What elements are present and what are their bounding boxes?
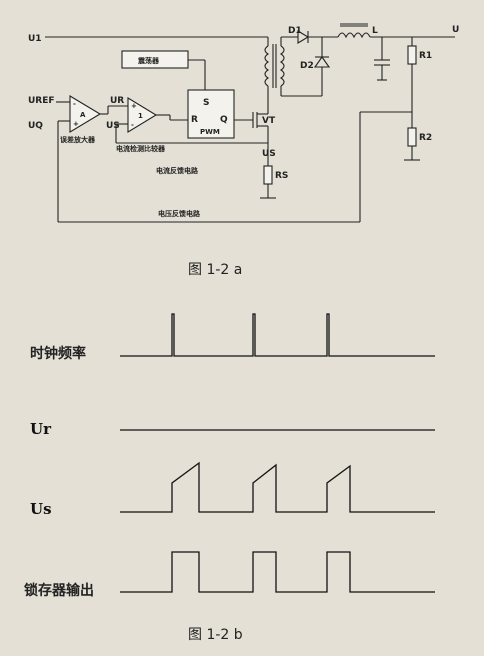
resistor-rs — [263, 165, 273, 185]
timing-diagram: 时钟频率 Ur Us 锁存器输出 — [24, 313, 435, 599]
label-us-node: US — [262, 149, 276, 159]
opamp1-a: A — [80, 111, 86, 119]
transformer-secondary — [280, 45, 285, 87]
label-l: L — [372, 26, 378, 36]
label-uref: UREF — [28, 96, 55, 106]
wave-clock — [120, 313, 435, 357]
label-current-feedback: 电流反馈电路 — [156, 166, 199, 175]
label-pwm: PWM — [200, 128, 220, 136]
label-r: R — [191, 115, 198, 125]
caption-figure-a: 图 1-2 a — [188, 262, 242, 278]
label-latch: 锁存器输出 — [24, 582, 94, 599]
label-ur: UR — [110, 96, 124, 106]
label-vt: VT — [262, 116, 276, 126]
wave-latch — [120, 551, 435, 593]
label-voltage-feedback: 电压反馈电路 — [158, 209, 201, 218]
label-r2: R2 — [419, 133, 432, 143]
resistor-r1 — [407, 45, 417, 65]
label-u: U — [452, 25, 459, 35]
diode-d2 — [313, 56, 331, 68]
inductor-l — [337, 32, 371, 39]
label-ur-wave: Ur — [30, 420, 52, 438]
opamp1-plus: + — [73, 120, 79, 128]
label-s: S — [203, 98, 209, 108]
opamp2-a: 1 — [138, 112, 143, 120]
caption-figure-b: 图 1-2 b — [188, 627, 243, 643]
label-clock: 时钟频率 — [30, 345, 86, 362]
label-r1: R1 — [419, 51, 432, 61]
label-rs: RS — [275, 171, 288, 181]
label-us-wave: Us — [30, 500, 52, 518]
circuit-diagram: U1 D1 L U D2 — [28, 23, 459, 223]
label-oscillator: 震荡器 — [137, 56, 160, 65]
label-us-input: US — [106, 121, 120, 131]
wave-us — [120, 461, 435, 513]
diode-d1 — [297, 30, 310, 44]
label-d1: D1 — [288, 26, 302, 36]
transformer-primary — [264, 45, 269, 87]
label-error-amp: 误差放大器 — [60, 135, 96, 144]
resistor-r2 — [407, 127, 417, 147]
label-q: Q — [220, 115, 228, 125]
opamp1-minus: - — [73, 100, 76, 108]
current-comparator — [127, 97, 158, 133]
label-comparator: 电流检测比较器 — [116, 144, 166, 153]
pwm-latch-box — [187, 89, 235, 139]
error-amplifier — [69, 95, 102, 133]
label-d2: D2 — [300, 61, 314, 71]
opamp2-minus: - — [131, 121, 134, 129]
label-uq: UQ — [28, 121, 43, 131]
opamp2-plus: + — [131, 102, 137, 110]
label-u1: U1 — [28, 34, 42, 44]
